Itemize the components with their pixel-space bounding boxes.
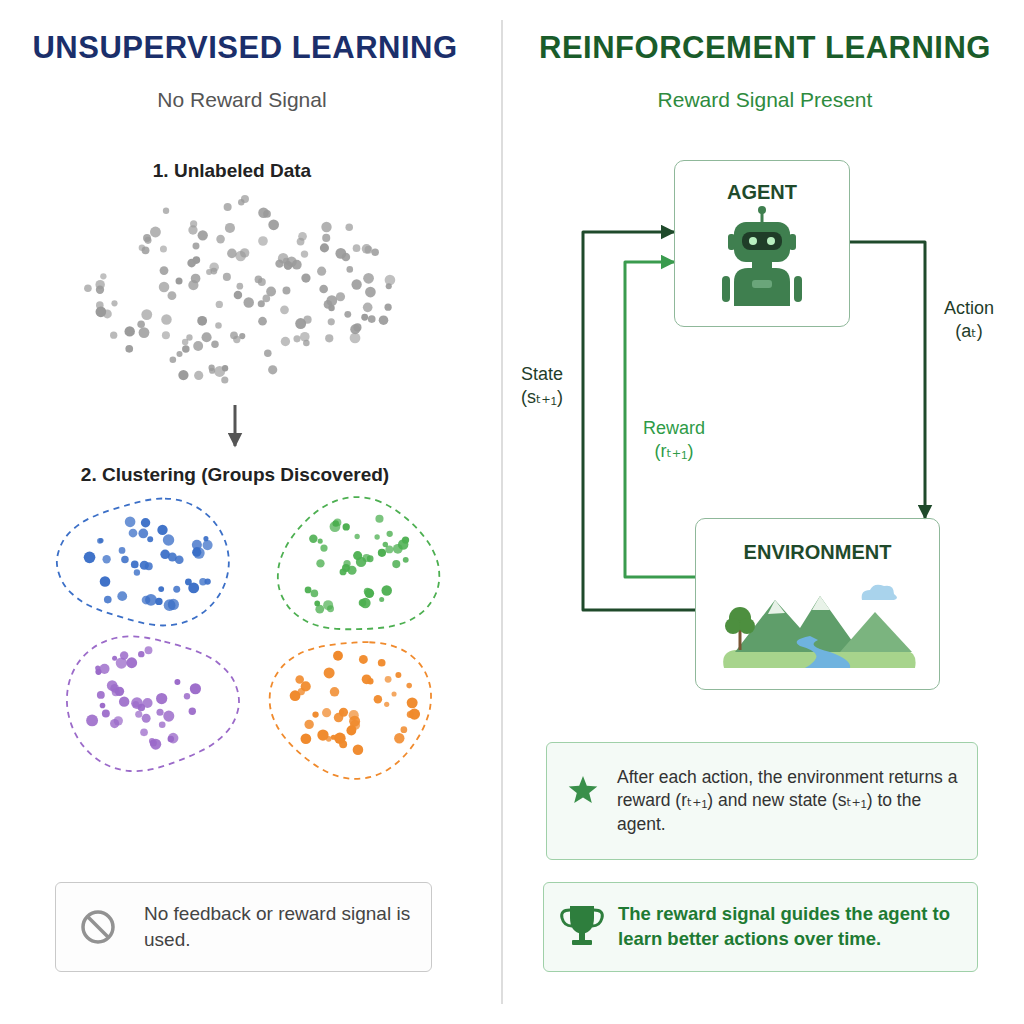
panel-subtitle: No Reward Signal xyxy=(157,88,326,112)
divider xyxy=(501,20,503,1004)
flow-arrow xyxy=(850,242,925,518)
edge-label: State (sₜ₊₁) xyxy=(504,362,580,411)
note-text: No feedback or reward signal is used. xyxy=(144,901,415,952)
panel-title: UNSUPERVISED LEARNING xyxy=(32,30,457,66)
environment-box: ENVIRONMENT xyxy=(695,518,940,690)
agent-box: AGENT xyxy=(674,160,850,327)
box-label: ENVIRONMENT xyxy=(704,539,931,566)
edge-label: Reward (rₜ₊₁) xyxy=(633,416,715,465)
note-box: After each action, the environment retur… xyxy=(546,742,978,860)
note-text: After each action, the environment retur… xyxy=(617,766,963,837)
step-heading: 1. Unlabeled Data xyxy=(153,160,311,182)
note-box: No feedback or reward signal is used. xyxy=(55,882,432,972)
down-arrow xyxy=(234,405,237,446)
panel-subtitle: Reward Signal Present xyxy=(658,88,873,112)
note-box: The reward signal guides the agent to le… xyxy=(543,882,978,972)
clusters xyxy=(57,497,439,779)
box-label: AGENT xyxy=(683,179,841,206)
robot-icon xyxy=(722,206,802,306)
unlabeled-points xyxy=(84,195,395,384)
panel-title: REINFORCEMENT LEARNING xyxy=(539,30,991,66)
landscape-icon xyxy=(723,585,915,668)
step-heading: 2. Clustering (Groups Discovered) xyxy=(81,464,389,486)
note-text: The reward signal guides the agent to le… xyxy=(618,902,963,952)
edge-label: Action (aₜ) xyxy=(934,296,1004,345)
